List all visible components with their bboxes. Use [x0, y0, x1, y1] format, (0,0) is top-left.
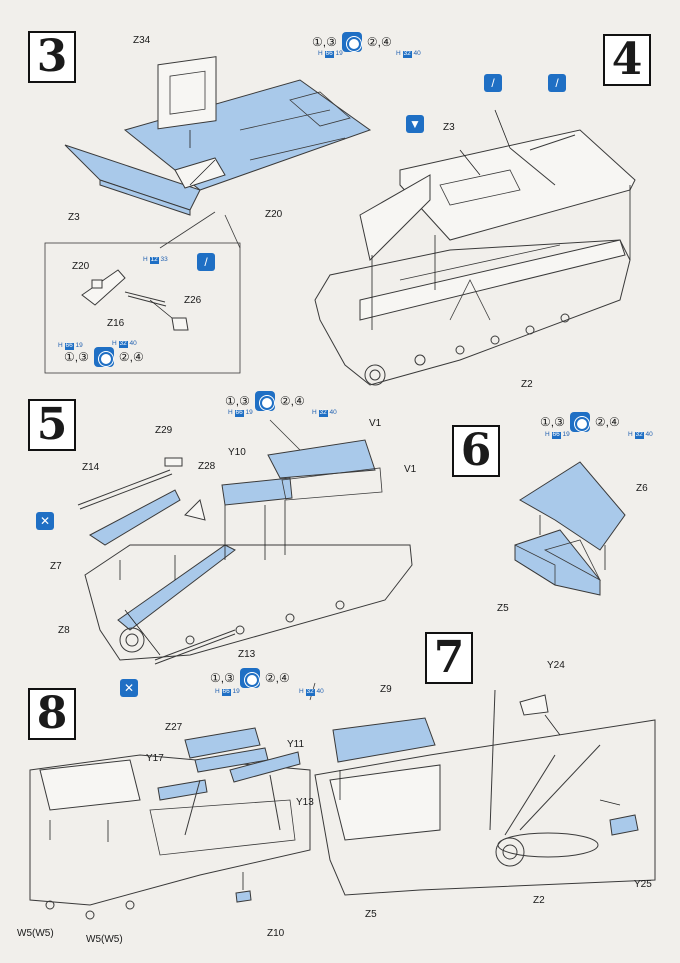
paint-code-left: H 66 19 — [215, 688, 240, 696]
paint-code-right: H 32 40 — [312, 409, 337, 417]
paint-code-left: H 66 19 — [228, 409, 253, 417]
part-label-z3: Z3 — [443, 122, 455, 133]
step-7-drawing — [314, 689, 656, 896]
part-label-v1: V1 — [369, 418, 382, 429]
part-label-y11: Y11 — [287, 739, 305, 750]
step-8-box: 8 — [28, 688, 76, 740]
step-5-box: 5 — [28, 399, 76, 451]
step-5-drawing — [77, 439, 413, 665]
paint-right-pair: ②,④ — [279, 394, 305, 408]
paint-code-left: H 66 19 — [318, 50, 343, 58]
step-3-box: 3 — [28, 31, 76, 83]
paint-callout-step3-inset: ①,③ ②,④ — [64, 347, 144, 367]
paint-code-left: H 66 19 — [545, 431, 570, 439]
paint-icon: / — [548, 74, 566, 92]
step-8-drawing — [29, 727, 311, 920]
paint-code-right: H 32 40 — [396, 50, 421, 58]
part-label-w5: W5(W5) — [17, 928, 54, 939]
part-label-z8: Z8 — [58, 625, 70, 636]
part-label-z34: Z34 — [133, 35, 151, 46]
paint-callout-step5: ①,③ ②,④ — [225, 391, 305, 411]
part-label-z6: Z6 — [636, 483, 648, 494]
part-label-y25: Y25 — [634, 879, 652, 890]
part-label-z16: Z16 — [107, 318, 125, 329]
part-label-z28: Z28 — [198, 461, 216, 472]
part-label-z9: Z9 — [380, 684, 392, 695]
part-label-z3: Z3 — [68, 212, 80, 223]
remove-icon: ✕ — [36, 512, 54, 530]
part-label-z13: Z13 — [238, 649, 256, 660]
part-label-z10: Z10 — [267, 928, 285, 939]
paint-code-small: H 12 33 — [143, 256, 168, 264]
paint-right-pair: ②,④ — [366, 35, 392, 49]
part-label-z7: Z7 — [50, 561, 62, 572]
part-label-z26: Z26 — [184, 295, 202, 306]
paint-left-pair: ①,③ — [64, 350, 89, 364]
paint-left-pair: ①,③ — [210, 671, 235, 685]
paint-icon — [93, 347, 114, 367]
paint-callout-step6: ①,③ ②,④ — [540, 412, 620, 432]
paint-left-pair: ①,③ — [540, 415, 565, 429]
paint-right-pair: ②,④ — [594, 415, 620, 429]
paint-code-left: H 66 19 — [58, 342, 83, 350]
paint-icon: / — [484, 74, 502, 92]
paint-callout-step3: ①,③ ②,④ — [312, 32, 392, 52]
part-label-z29: Z29 — [155, 425, 173, 436]
part-label-z20: Z20 — [265, 209, 283, 220]
part-label-y24: Y24 — [547, 660, 565, 671]
paint-code-right: H 32 40 — [628, 431, 653, 439]
paint-callout-step8: ①,③ ②,④ — [210, 668, 290, 688]
step-7-box: 7 — [425, 632, 473, 684]
brush-icon: / — [197, 253, 215, 271]
paint-icon — [569, 412, 590, 432]
part-label-z2: Z2 — [521, 379, 533, 390]
paint-left-pair: ①,③ — [225, 394, 250, 408]
part-label-z14: Z14 — [82, 462, 100, 473]
step-6-drawing — [514, 461, 626, 596]
paint-code-right: H 32 40 — [112, 340, 137, 348]
paint-right-pair: ②,④ — [118, 350, 144, 364]
part-label-z5: Z5 — [497, 603, 509, 614]
part-label-z2: Z2 — [533, 895, 545, 906]
glue-icon: ▼ — [406, 115, 424, 133]
part-label-z27: Z27 — [165, 722, 183, 733]
step-3-drawing — [44, 56, 372, 374]
step-4-drawing — [314, 109, 636, 386]
part-label-z5: Z5 — [365, 909, 377, 920]
paint-icon — [254, 391, 275, 411]
paint-icon — [341, 32, 362, 52]
part-label-y17: Y17 — [146, 753, 164, 764]
part-label-v1: V1 — [404, 464, 417, 475]
remove-icon: ✕ — [120, 679, 138, 697]
part-label-z20: Z20 — [72, 261, 90, 272]
part-label-y13: Y13 — [296, 797, 314, 808]
step-6-box: 6 — [452, 425, 500, 477]
step-4-box: 4 — [603, 34, 651, 86]
paint-left-pair: ①,③ — [312, 35, 337, 49]
paint-icon — [239, 668, 260, 688]
paint-code-right: H 32 40 — [299, 688, 324, 696]
paint-right-pair: ②,④ — [264, 671, 290, 685]
part-label-y10: Y10 — [228, 447, 246, 458]
part-label-w5: W5(W5) — [86, 934, 123, 945]
